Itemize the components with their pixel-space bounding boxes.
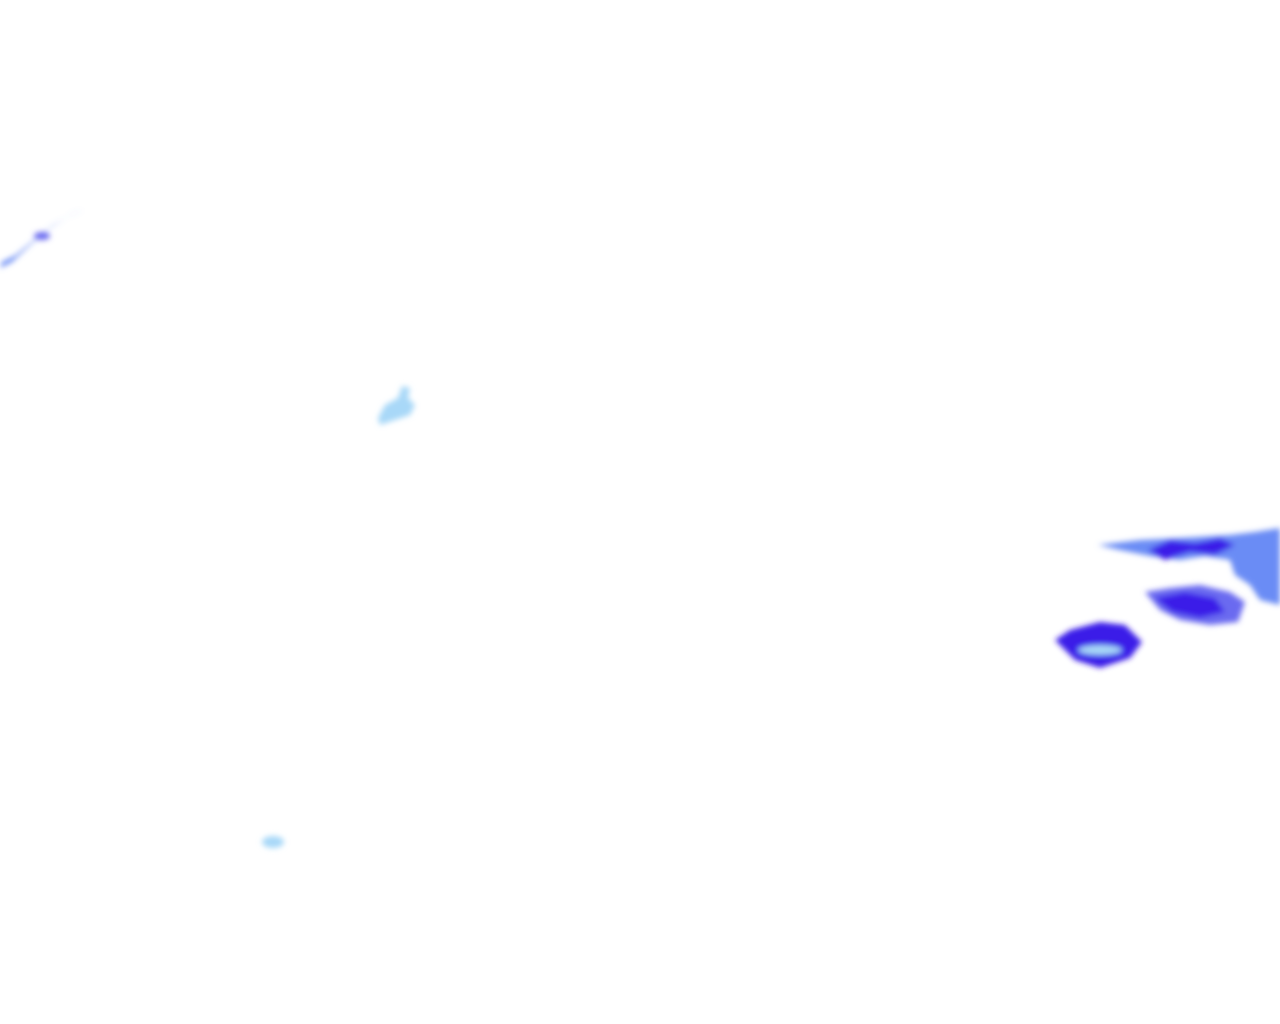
precip-cell-south xyxy=(262,836,284,848)
precip-cell-east-middle-core xyxy=(1155,592,1225,618)
precip-band-east-upper-core xyxy=(1148,538,1235,560)
precip-cell-northwest-core xyxy=(34,232,50,240)
precip-band-east-upper xyxy=(1098,528,1280,605)
precip-cell-east-lower xyxy=(1055,622,1142,668)
precip-cell-center xyxy=(378,386,415,425)
precip-cell-northwest xyxy=(0,210,84,268)
precip-cell-east-lower-gap xyxy=(1078,645,1122,655)
